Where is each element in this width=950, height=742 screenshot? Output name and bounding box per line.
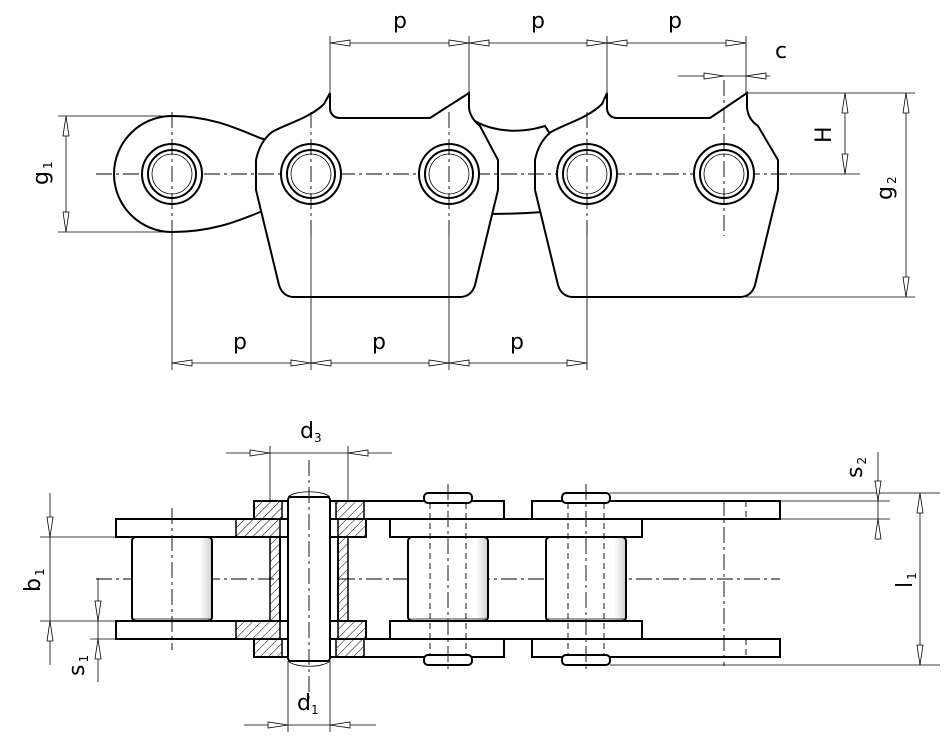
pin-3 — [561, 484, 611, 672]
dim-d1-label: d1 — [297, 691, 319, 717]
dim-p-bottom-3: p — [510, 330, 524, 355]
dim-b1: b1 — [21, 493, 132, 665]
inner-plate-top-right — [389, 518, 643, 538]
dim-d3-base: d — [300, 419, 314, 444]
dim-g1-label: g1 — [29, 161, 55, 185]
plan-view: d3 d1 b1 — [21, 419, 940, 732]
dim-s1-base: s — [65, 665, 90, 676]
dim-p-top-2: p — [531, 9, 545, 34]
dim-s2-base: s — [843, 467, 868, 478]
side-view: p p p c H g2 — [29, 9, 915, 370]
dim-s1: s1 — [65, 578, 116, 682]
dim-d3-label: d3 — [300, 419, 322, 445]
dim-d3: d3 — [226, 419, 392, 501]
dim-g1: g1 — [29, 115, 172, 233]
dim-b1-sub: 1 — [33, 568, 47, 576]
dim-c-label: c — [775, 39, 787, 64]
dim-s1-label: s1 — [65, 655, 91, 676]
dim-l1: l1 — [610, 492, 940, 666]
dim-g2-sub: 2 — [885, 176, 899, 184]
dim-s1-sub: 1 — [77, 655, 91, 663]
dim-g2-base: g — [873, 186, 898, 200]
dim-l1-sub: 1 — [905, 572, 919, 580]
outer-plate-top-2 — [531, 500, 781, 520]
dim-d1-sub: 1 — [311, 703, 319, 717]
dim-d1: d1 — [244, 661, 376, 732]
top-pitch-dimensions: p p p — [329, 9, 747, 93]
dim-g2: g2 — [746, 92, 915, 298]
dim-p-top-1: p — [393, 9, 407, 34]
dim-g1-base: g — [29, 171, 54, 185]
dim-p-bottom-1: p — [233, 330, 247, 355]
outer-plate-bottom-2 — [531, 638, 781, 658]
dim-b1-label: b1 — [21, 568, 47, 592]
dim-s2-sub: 2 — [855, 457, 869, 465]
dim-s2: s2 — [610, 452, 940, 540]
dim-s2-label: s2 — [843, 457, 869, 478]
dim-p-top-3: p — [668, 9, 682, 34]
dim-c: c — [678, 39, 787, 80]
dim-H-label: H — [812, 126, 837, 143]
dim-g1-sub: 1 — [41, 161, 55, 169]
dim-l1-label: l1 — [893, 572, 919, 588]
inner-plate-bottom-right — [389, 620, 643, 640]
dim-d3-sub: 3 — [314, 431, 322, 445]
pin-2 — [423, 484, 473, 672]
bottom-pitch-dimensions: p p p — [171, 236, 588, 370]
dim-p-bottom-2: p — [372, 330, 386, 355]
dim-d1-base: d — [297, 691, 311, 716]
dim-l1-base: l — [893, 582, 918, 588]
dim-b1-base: b — [21, 578, 46, 592]
dim-g2-label: g2 — [873, 176, 899, 200]
dim-H: H — [746, 92, 915, 175]
